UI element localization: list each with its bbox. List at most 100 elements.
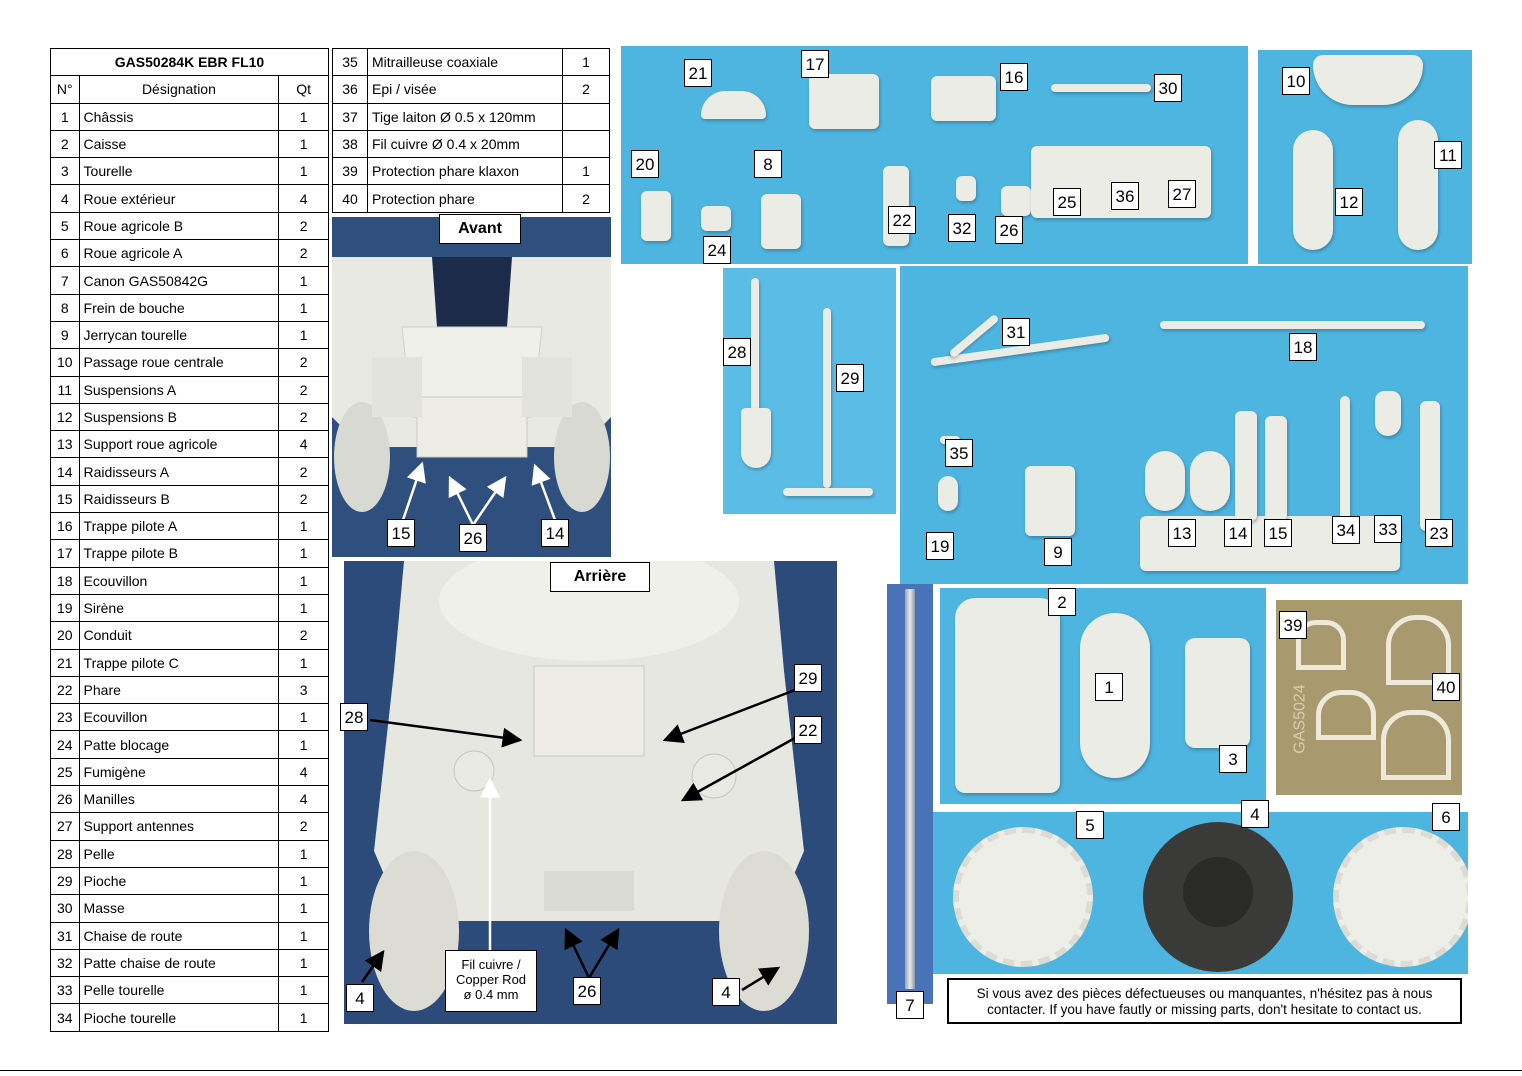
- part-quantity: 1: [278, 266, 329, 295]
- part-quantity: 1: [278, 320, 329, 350]
- part-designation: Chaise de route: [78, 921, 280, 950]
- part-number: 24: [50, 730, 80, 759]
- rear-view-photo: [344, 561, 837, 1024]
- copper-rod-note-line3: ø 0.4 mm: [463, 987, 519, 1002]
- part-designation: Protection phare klaxon: [367, 157, 563, 186]
- callout-25: 25: [1053, 188, 1081, 216]
- callout-13: 13: [1168, 519, 1196, 547]
- callout-28-parts: 28: [723, 338, 751, 366]
- header-number: N°: [50, 75, 80, 104]
- callout-29-parts: 29: [836, 364, 864, 392]
- callout-16: 16: [1000, 63, 1028, 91]
- callout-front-15: 15: [387, 519, 415, 547]
- callout-39: 39: [1279, 611, 1307, 639]
- callout-27: 27: [1168, 180, 1196, 208]
- part-quantity: 4: [278, 430, 329, 459]
- part-quantity: 1: [278, 976, 329, 1005]
- callout-30: 30: [1154, 74, 1182, 102]
- footer-divider: [0, 1070, 1522, 1071]
- part-quantity: 4: [278, 184, 329, 213]
- part-number: 20: [50, 621, 80, 650]
- part-designation: Trappe pilote C: [78, 648, 280, 677]
- part-quantity: 2: [278, 457, 329, 486]
- callout-rear-29: 29: [794, 664, 822, 692]
- part-number: 40: [332, 184, 368, 213]
- callout-rear-4-right: 4: [712, 978, 740, 1006]
- part-number: 31: [50, 921, 80, 950]
- rear-vehicle-illustration: [344, 561, 837, 1024]
- part-quantity: 2: [278, 812, 329, 841]
- part-designation: Pelle tourelle: [78, 976, 280, 1005]
- contact-note: Si vous avez des pièces défectueuses ou …: [947, 978, 1462, 1024]
- callout-17: 17: [801, 50, 829, 78]
- part-designation: Pioche tourelle: [78, 1003, 280, 1032]
- part-number: 34: [50, 1003, 80, 1032]
- part-quantity: 1: [278, 539, 329, 568]
- callout-32: 32: [948, 214, 976, 242]
- part-designation: Suspensions A: [78, 375, 280, 404]
- callout-23: 23: [1425, 519, 1453, 547]
- part-quantity: 1: [278, 648, 329, 677]
- callout-21: 21: [684, 59, 712, 87]
- part-number: 11: [50, 375, 80, 404]
- part-quantity: [562, 102, 610, 131]
- part-quantity: 2: [278, 348, 329, 377]
- part-quantity: 1: [278, 730, 329, 759]
- part-designation: Fil cuivre Ø 0.4 x 20mm: [367, 129, 563, 159]
- part-quantity: 1: [278, 102, 329, 131]
- callout-5: 5: [1076, 811, 1104, 839]
- part-designation: Epi / visée: [367, 75, 563, 104]
- part-designation: Ecouvillon: [78, 703, 280, 732]
- callout-26-parts: 26: [995, 216, 1023, 244]
- part-designation: Phare: [78, 675, 280, 705]
- part-designation: Roue extérieur: [78, 184, 280, 213]
- callout-3: 3: [1219, 745, 1247, 773]
- part-quantity: 1: [278, 593, 329, 623]
- callout-19: 19: [926, 532, 954, 560]
- part-quantity: 4: [278, 757, 329, 787]
- callout-front-14: 14: [541, 519, 569, 547]
- part-quantity: 1: [278, 894, 329, 923]
- callout-rear-4-left: 4: [346, 984, 374, 1012]
- part-number: 22: [50, 675, 80, 705]
- part-quantity: 2: [278, 211, 329, 241]
- part-number: 3: [50, 157, 80, 186]
- callout-12: 12: [1335, 188, 1363, 216]
- callout-22-parts: 22: [888, 206, 916, 234]
- part-number: 7: [50, 266, 80, 295]
- part-quantity: 1: [278, 703, 329, 732]
- part-number: 25: [50, 757, 80, 787]
- table-title: GAS50284K EBR FL10: [50, 47, 329, 77]
- callout-rear-22: 22: [794, 716, 822, 744]
- callout-rear-26: 26: [573, 977, 601, 1005]
- callout-7: 7: [896, 991, 924, 1019]
- part-designation: Mitrailleuse coaxiale: [367, 47, 563, 77]
- part-number: 32: [50, 948, 80, 978]
- part-quantity: 1: [278, 1003, 329, 1032]
